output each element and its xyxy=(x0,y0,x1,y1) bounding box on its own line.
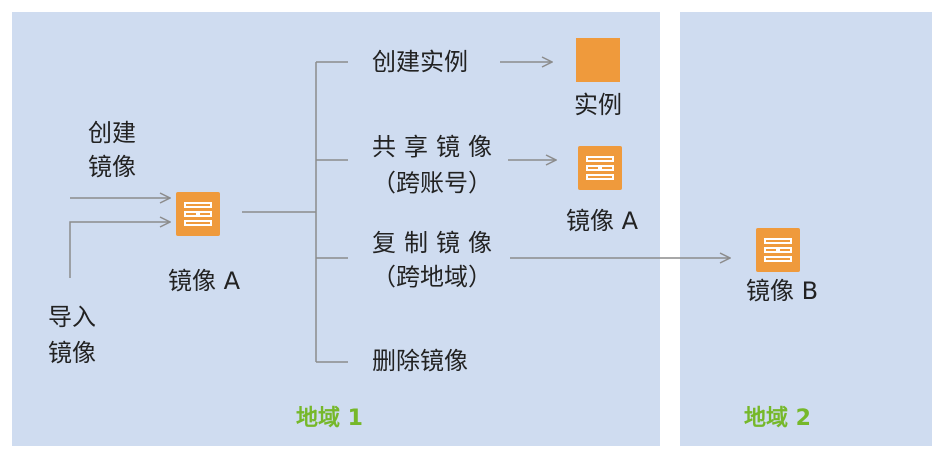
image-a-shared-icon xyxy=(578,146,622,190)
region-2-panel xyxy=(680,12,932,446)
create-image-source-line2: 镜像 xyxy=(88,153,136,181)
image-a-center-icon xyxy=(176,192,220,236)
import-image-source-line1: 导入 xyxy=(48,303,96,331)
op-copy-image: 复制镜像 xyxy=(372,229,500,257)
image-a-center-label: 镜像 A xyxy=(168,267,241,295)
import-image-source-line2: 镜像 xyxy=(48,339,96,367)
region-1-panel xyxy=(12,12,660,446)
op-create-instance: 创建实例 xyxy=(372,48,468,76)
import-image-arrow xyxy=(69,222,170,278)
image-a-shared-label: 镜像 A xyxy=(566,207,639,235)
op-delete-image: 删除镜像 xyxy=(372,347,468,375)
instance-square-icon xyxy=(576,38,620,82)
image-b-label: 镜像 B xyxy=(746,277,819,305)
image-grid-icon xyxy=(184,202,212,226)
op-copy-image-sub: （跨地域） xyxy=(372,263,492,291)
region-2-title: 地域 2 xyxy=(744,406,811,431)
op-share-image: 共享镜像 xyxy=(372,133,500,161)
create-image-source-line1: 创建 xyxy=(88,119,136,147)
region-1-title: 地域 1 xyxy=(296,406,363,431)
image-grid-icon xyxy=(764,238,792,262)
instance-label: 实例 xyxy=(574,91,622,119)
op-share-image-sub: （跨账号） xyxy=(372,169,492,197)
image-b-icon xyxy=(756,228,800,272)
image-grid-icon xyxy=(586,156,614,180)
